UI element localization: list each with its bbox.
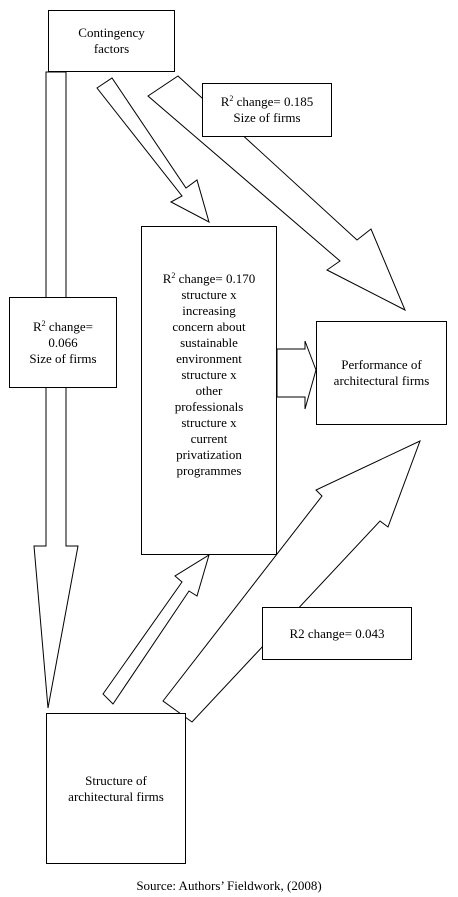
interaction-line-9: professionals — [174, 399, 244, 414]
node-performance-line-2: architectural firms — [333, 373, 430, 388]
label-0043-line-1: R2 change= 0.043 — [289, 625, 385, 641]
label-r2-change-0043: R2 change= 0.043 — [262, 607, 412, 660]
arrow-structure-to-performance — [162, 440, 421, 723]
interaction-line-1: R2 change= 0.170 — [162, 271, 256, 286]
label-0066-line-3: Size of firms — [29, 350, 97, 366]
interaction-line-10: structure x — [181, 415, 237, 430]
interaction-line-8: other — [195, 383, 223, 398]
node-structure-line-1: Structure of — [85, 772, 147, 788]
node-interaction-effects: R2 change= 0.170 structure x increasing … — [141, 226, 277, 555]
arrow-contingency-to-structure — [33, 71, 79, 709]
interaction-line-6: environment — [176, 351, 242, 366]
interaction-line-13: programmes — [176, 463, 242, 478]
interaction-line-11: current — [190, 431, 228, 446]
label-0066-line-2: 0.066 — [48, 334, 78, 350]
arrow-structure-to-interaction — [102, 553, 210, 705]
label-0185-line-1: R2 change= 0.185 — [220, 94, 314, 109]
label-0185-line-2: Size of firms — [233, 110, 301, 125]
node-structure-line-2: architectural firms — [68, 788, 164, 804]
interaction-line-4: concern about — [172, 319, 246, 334]
interaction-line-2: structure x — [181, 287, 237, 302]
label-r2-change-0185: R2 change= 0.185 Size of firms — [202, 83, 332, 137]
label-0066-line-1: R2 change= — [32, 318, 94, 334]
node-contingency-factors: Contingency factors — [48, 10, 175, 72]
node-contingency-line-1: Contingency — [78, 25, 145, 40]
node-performance-line-1: Performance of — [341, 357, 422, 372]
arrow-interaction-to-performance — [276, 340, 317, 410]
arrow-contingency-to-interaction — [96, 77, 210, 223]
node-structure: Structure of architectural firms — [46, 713, 186, 864]
interaction-line-12: privatization — [176, 447, 242, 462]
source-caption: Source: Authors’ Fieldwork, (2008) — [136, 878, 322, 893]
interaction-line-3: increasing — [182, 303, 236, 318]
node-contingency-line-2: factors — [93, 41, 130, 56]
interaction-line-7: structure x — [181, 367, 237, 382]
label-r2-change-0066: R2 change= 0.066 Size of firms — [9, 297, 117, 388]
interaction-line-5: sustainable — [180, 335, 238, 350]
node-performance: Performance of architectural firms — [316, 321, 447, 425]
